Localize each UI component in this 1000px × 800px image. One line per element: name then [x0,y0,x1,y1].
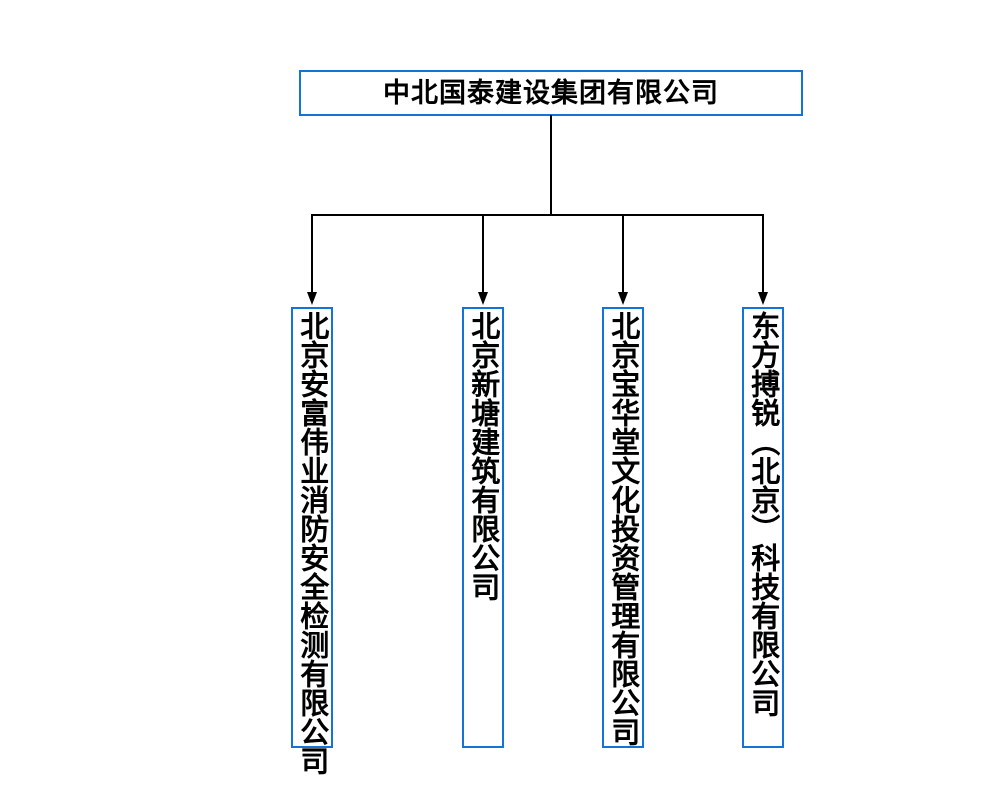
org-node-root-label: 中北国泰建设集团有限公司 [383,77,719,109]
org-node-child-4[interactable]: 东方搏锐（北京）科技有限公司 [742,307,784,748]
org-node-child-2-label: 北京新塘建筑有限公司 [466,311,501,601]
connector-drop-4 [762,214,764,292]
arrowhead-icon-1 [307,292,317,305]
connector-drop-3 [622,214,624,292]
connector-root-stem [550,115,552,216]
connector-drop-2 [482,214,484,292]
org-node-child-1-label: 北京安富伟业消防安全检测有限公司 [295,311,330,775]
arrowhead-icon-3 [618,292,628,305]
arrowhead-icon-2 [478,292,488,305]
org-node-child-1[interactable]: 北京安富伟业消防安全检测有限公司 [291,307,333,775]
org-node-child-4-label: 东方搏锐（北京）科技有限公司 [746,311,781,717]
org-node-root[interactable]: 中北国泰建设集团有限公司 [299,70,803,116]
connector-horizontal-bus [311,214,763,216]
org-node-child-3-label: 北京宝华堂文化投资管理有限公司 [606,311,641,746]
org-node-child-2[interactable]: 北京新塘建筑有限公司 [462,307,504,748]
arrowhead-icon-4 [758,292,768,305]
connector-drop-1 [311,214,313,292]
org-node-child-3[interactable]: 北京宝华堂文化投资管理有限公司 [602,307,644,748]
